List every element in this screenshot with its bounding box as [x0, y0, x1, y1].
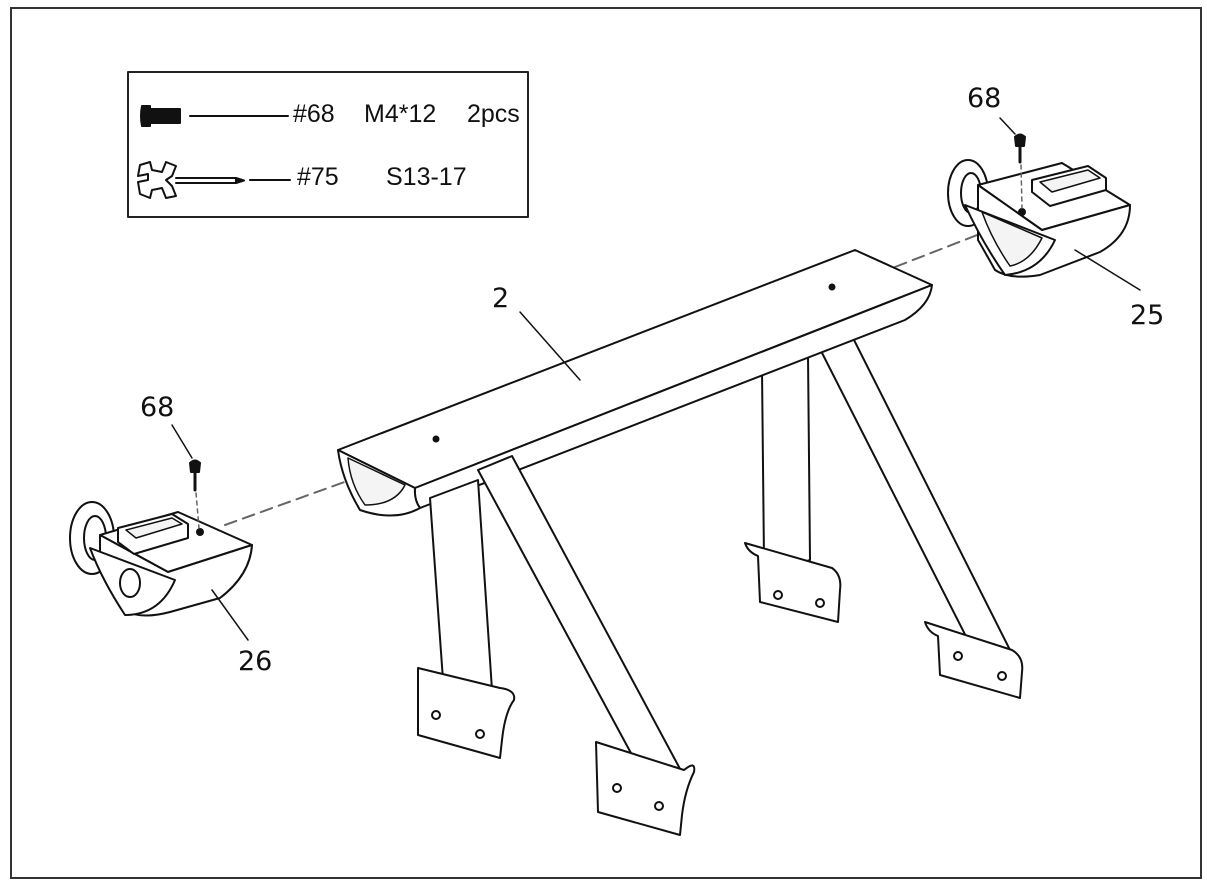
front-right-leg: [477, 455, 696, 836]
wrench-icon: [137, 161, 245, 199]
screw-left: [189, 459, 201, 529]
back-right-leg: [817, 331, 1024, 699]
wheel-bracket-left: [69, 501, 253, 617]
leader-26: [211, 589, 249, 641]
legend-screw-spec: M4*12: [364, 100, 437, 128]
legend-wrench-number: #75: [297, 163, 339, 191]
wheel-bracket-right: [947, 159, 1131, 278]
leader-68-right: [999, 117, 1016, 135]
part-label-frame: 2: [492, 283, 510, 314]
top-beam: [337, 249, 933, 517]
diagram-frame: [10, 7, 1202, 879]
front-left-leg: [417, 479, 516, 759]
legend-screw-qty: 2pcs: [467, 100, 520, 128]
legend-screw-number: #68: [293, 100, 335, 128]
part-label-screw-right: 68: [967, 83, 1002, 114]
part-label-right-wheel: 25: [1130, 300, 1165, 331]
base-frame: [337, 249, 1024, 836]
leader-2: [519, 311, 581, 381]
back-left-leg: [744, 354, 842, 623]
axis-line-left: [224, 479, 351, 526]
part-label-screw-left: 68: [140, 392, 175, 423]
part-label-left-wheel: 26: [238, 646, 273, 677]
screw-icon: [140, 105, 181, 127]
axis-line-right: [894, 231, 986, 268]
leader-25: [1074, 249, 1141, 291]
leader-68-left: [171, 424, 193, 459]
screw-right: [1014, 133, 1026, 209]
legend-box: [127, 71, 529, 218]
legend-wrench-spec: S13-17: [386, 163, 467, 191]
